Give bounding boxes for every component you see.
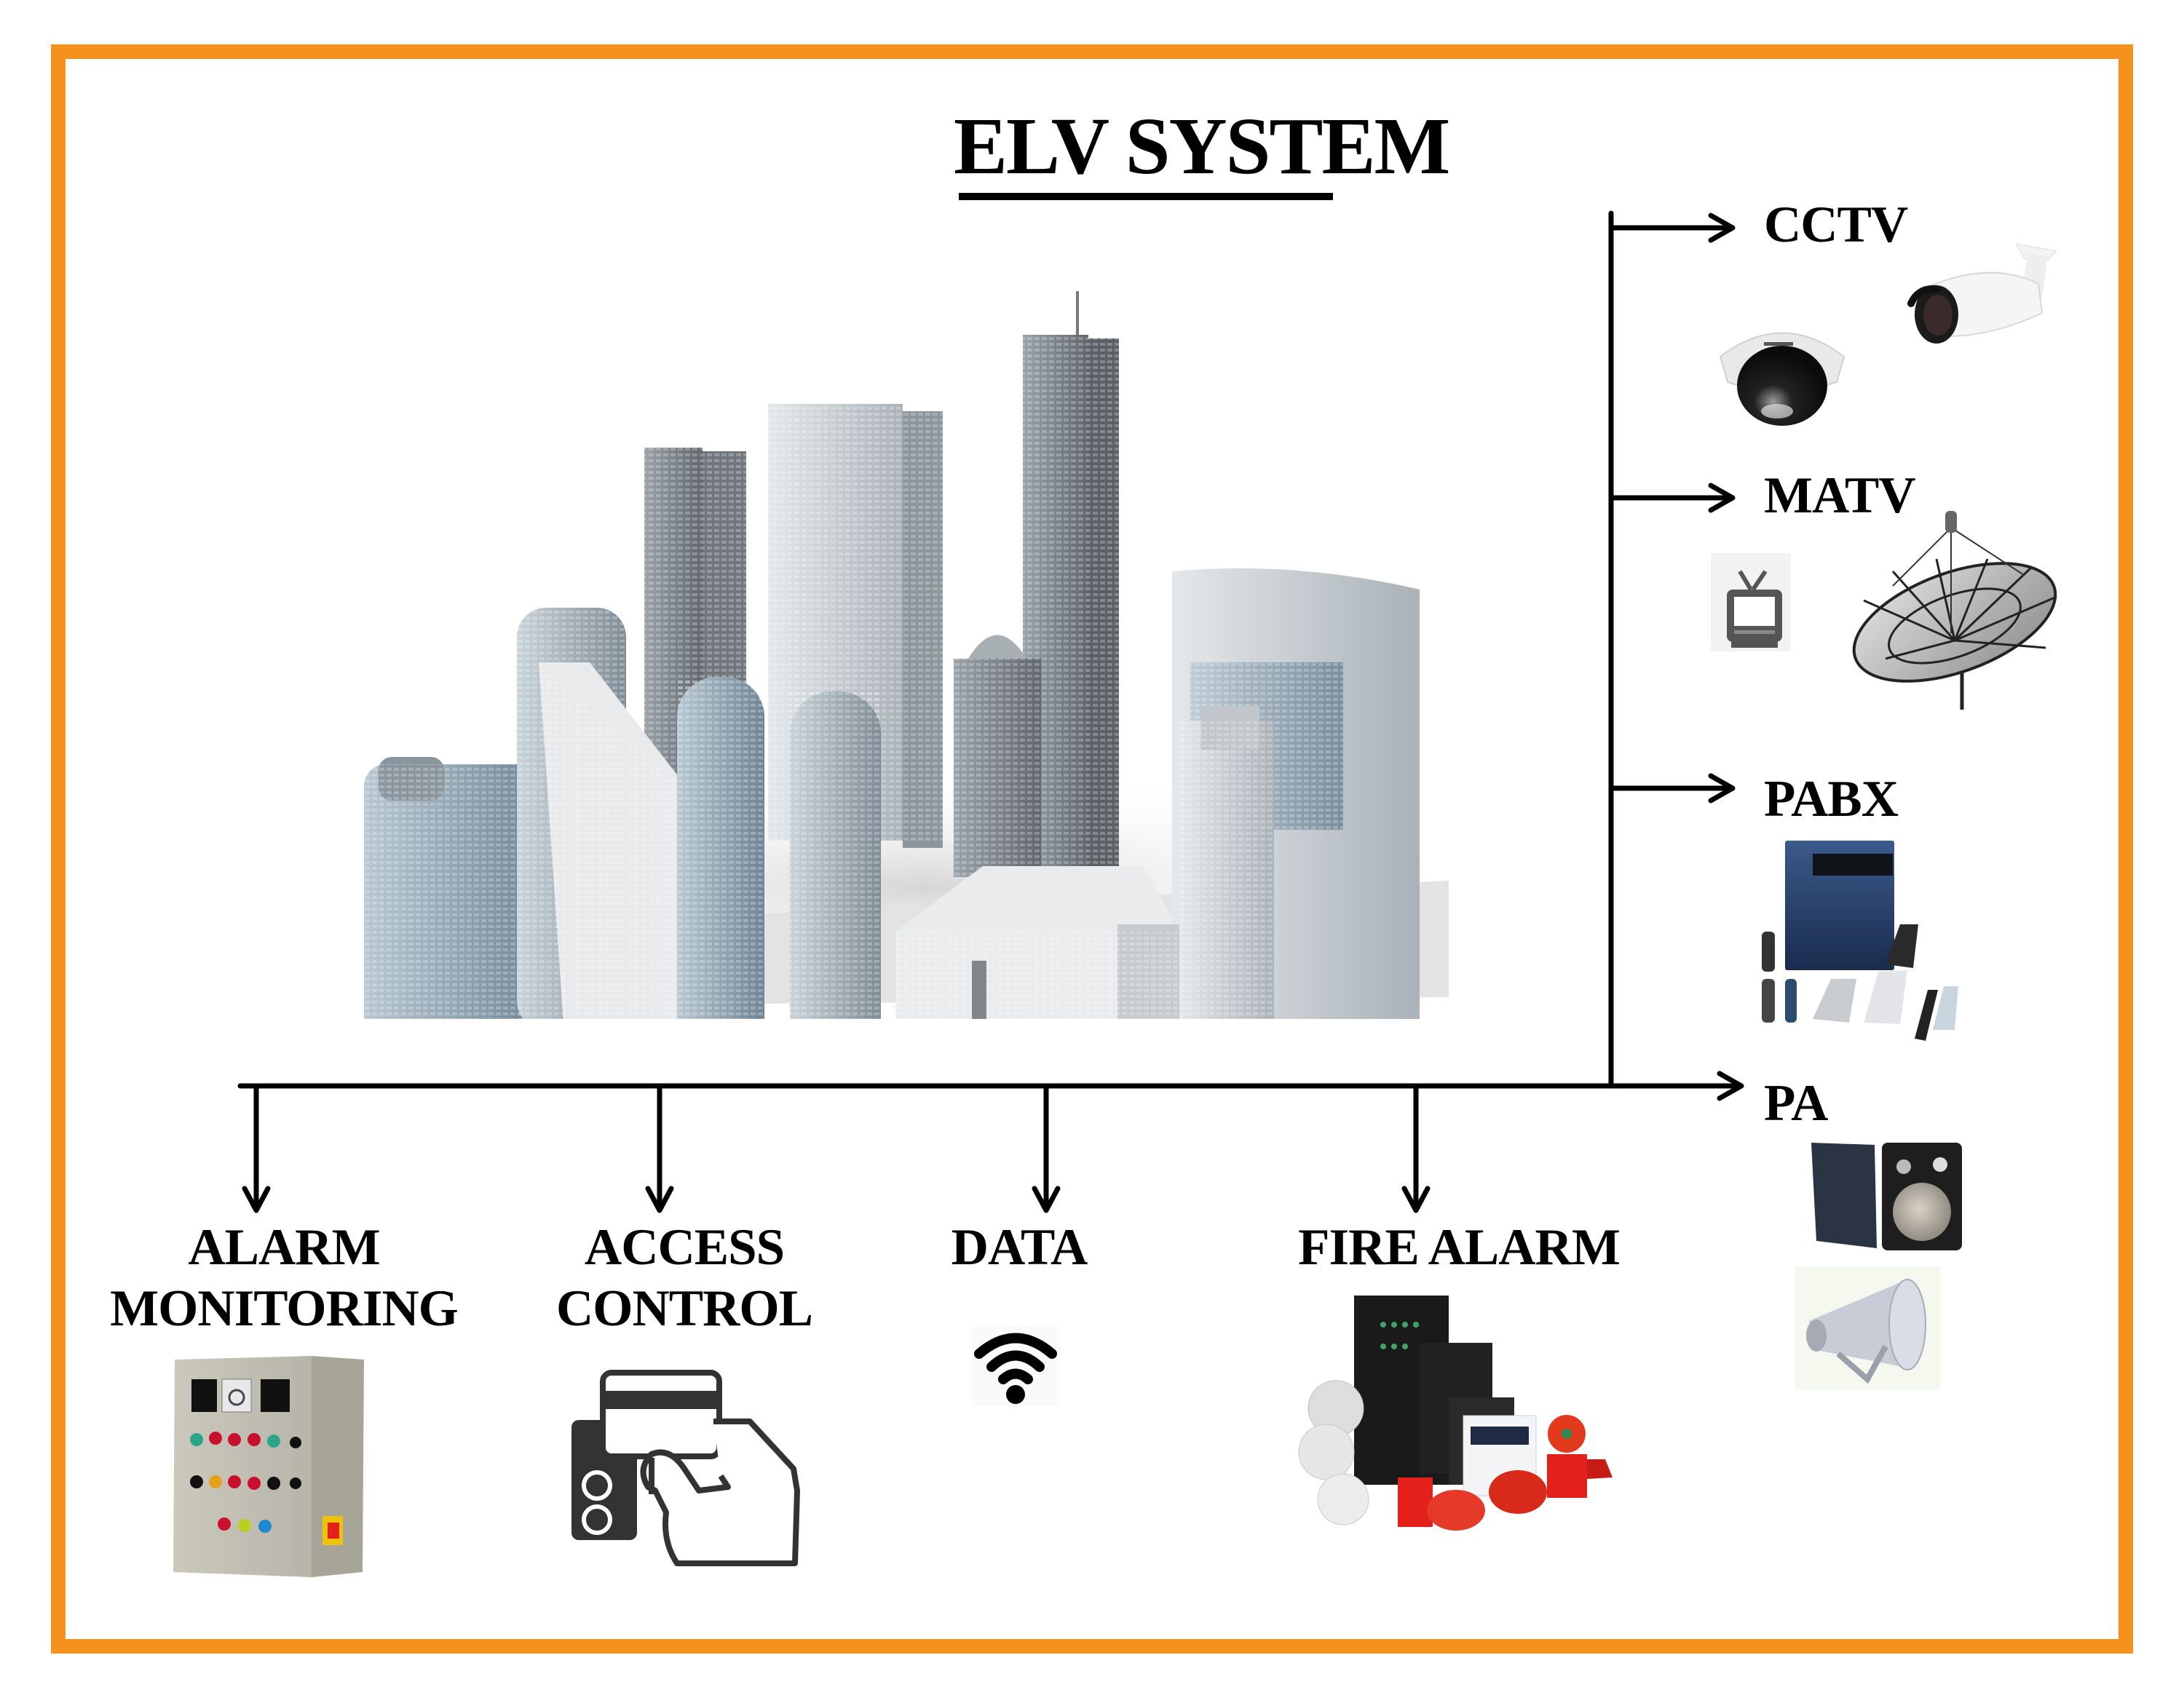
pabx-cabinet-icon bbox=[1762, 841, 1958, 1041]
label-data-line1: DATA bbox=[951, 1219, 1088, 1276]
title-underline bbox=[959, 193, 1333, 200]
building bbox=[677, 677, 881, 1019]
wall-speaker-icon bbox=[1811, 1143, 1962, 1250]
building bbox=[1179, 706, 1274, 1019]
label-access-control-line2: CONTROL bbox=[556, 1280, 813, 1337]
city-buildings-icon bbox=[357, 291, 1492, 1019]
telephone-handsets-icon bbox=[1762, 924, 1958, 1041]
label-alarm-monitoring-line2: MONITORING bbox=[110, 1280, 459, 1337]
wifi-icon bbox=[972, 1326, 1059, 1406]
page-title: ELV SYSTEM bbox=[954, 102, 1450, 191]
card-reader-icon bbox=[571, 1370, 800, 1566]
bullet-camera-icon bbox=[1907, 243, 2058, 344]
label-matv: MATV bbox=[1764, 467, 1916, 524]
tower bbox=[954, 635, 1041, 877]
tv-icon bbox=[1711, 553, 1791, 651]
building bbox=[364, 757, 546, 1019]
label-access-control: ACCESS CONTROL bbox=[502, 1217, 866, 1339]
building bbox=[539, 662, 694, 1019]
label-alarm-monitoring: ALARM MONITORING bbox=[102, 1217, 466, 1339]
label-alarm-monitoring-line1: ALARM bbox=[188, 1219, 380, 1276]
orange-frame bbox=[51, 44, 2133, 1654]
fire-alarm-equipment-icon bbox=[1298, 1296, 1613, 1531]
label-cctv: CCTV bbox=[1764, 197, 1908, 253]
label-fire-alarm: FIRE ALARM bbox=[1277, 1217, 1641, 1278]
label-data: DATA bbox=[910, 1217, 1128, 1278]
dome-camera-icon bbox=[1719, 332, 1845, 426]
label-pabx: PABX bbox=[1764, 771, 1899, 828]
label-access-control-line1: ACCESS bbox=[584, 1219, 785, 1276]
label-pa: PA bbox=[1764, 1075, 1828, 1132]
horn-speaker-icon bbox=[1795, 1266, 1940, 1390]
control-panel-icon bbox=[173, 1356, 364, 1577]
tower bbox=[768, 404, 943, 848]
satellite-dish-icon bbox=[1852, 511, 2057, 710]
building bbox=[895, 866, 1179, 1019]
label-fire-alarm-line1: FIRE ALARM bbox=[1298, 1219, 1621, 1276]
